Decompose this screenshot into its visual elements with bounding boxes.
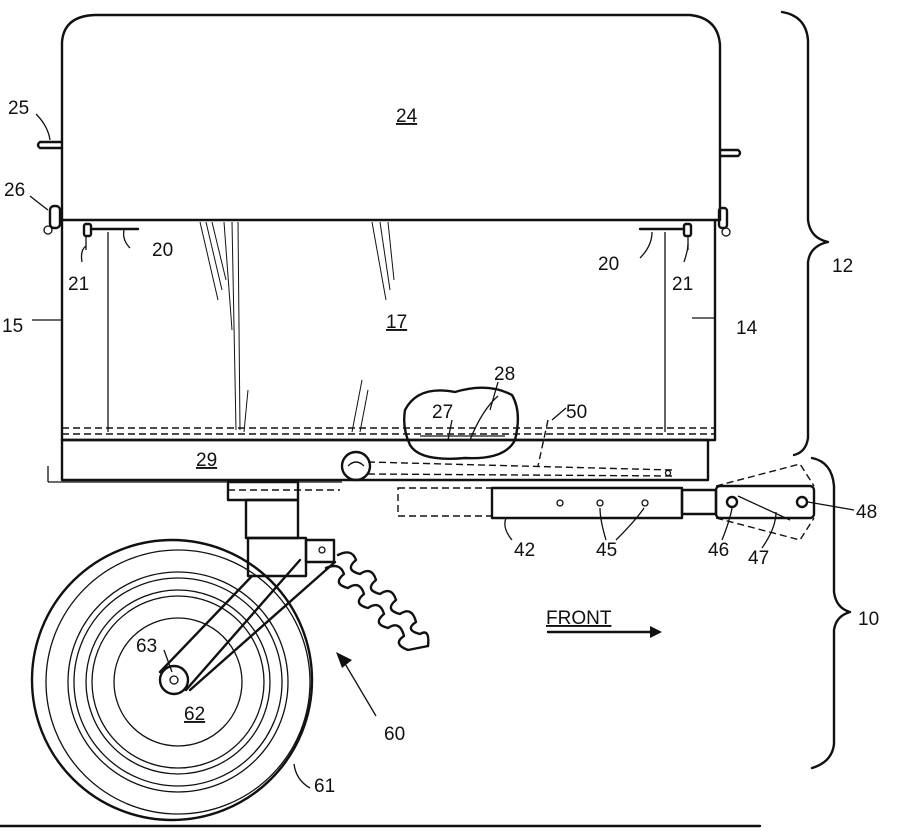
label-front: FRONT xyxy=(546,608,612,629)
label-27: 27 xyxy=(432,402,453,423)
label-20-left: 20 xyxy=(152,240,173,261)
cutaway xyxy=(404,388,518,459)
label-14: 14 xyxy=(736,318,758,339)
wheel xyxy=(32,540,312,820)
label-17: 17 xyxy=(386,312,407,333)
cover xyxy=(62,15,720,220)
leader-lines xyxy=(30,114,854,788)
label-21-left: 21 xyxy=(68,274,89,295)
hinges xyxy=(84,224,691,250)
frame xyxy=(48,440,708,482)
caster-mount xyxy=(228,482,340,576)
label-45: 45 xyxy=(596,540,617,561)
label-61: 61 xyxy=(314,776,335,797)
label-10: 10 xyxy=(858,609,879,630)
label-60: 60 xyxy=(384,724,405,745)
label-50: 50 xyxy=(566,402,587,423)
cover-pins xyxy=(38,142,740,156)
label-15: 15 xyxy=(2,316,23,337)
label-12: 12 xyxy=(832,256,853,277)
label-48: 48 xyxy=(856,502,877,523)
hitch xyxy=(398,464,814,540)
label-24: 24 xyxy=(396,106,418,127)
spring xyxy=(326,552,428,650)
label-26: 26 xyxy=(4,180,25,201)
label-46: 46 xyxy=(708,540,729,561)
caster-arm xyxy=(160,560,335,690)
label-29: 29 xyxy=(196,450,217,471)
body-shading xyxy=(200,222,394,432)
label-62: 62 xyxy=(184,704,205,725)
label-42: 42 xyxy=(514,540,535,561)
label-28: 28 xyxy=(494,364,515,385)
label-63: 63 xyxy=(136,636,157,657)
label-47: 47 xyxy=(748,548,769,569)
brackets xyxy=(782,12,850,768)
label-20-right: 20 xyxy=(598,254,619,275)
labels: 10 12 14 15 17 20 20 21 21 24 25 26 27 2… xyxy=(2,98,879,797)
label-25: 25 xyxy=(8,98,29,119)
label-21-right: 21 xyxy=(672,274,693,295)
